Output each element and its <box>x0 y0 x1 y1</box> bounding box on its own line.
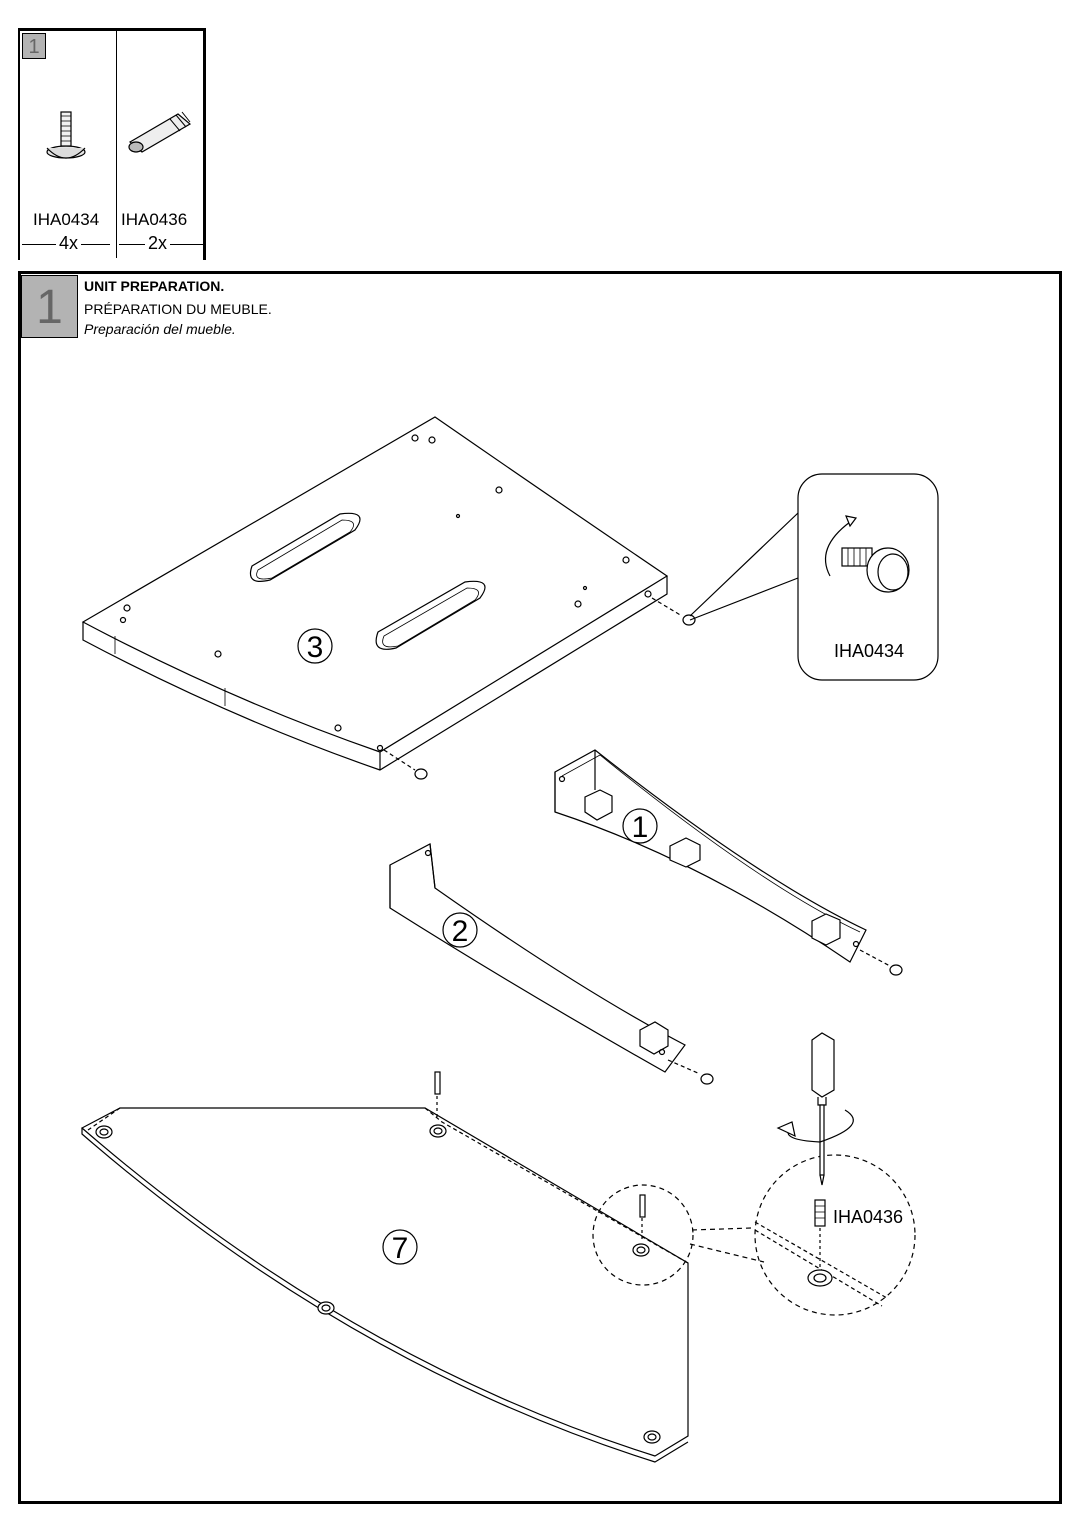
panel-7-label: 7 <box>392 1232 409 1265</box>
panel-3-label: 3 <box>307 631 324 664</box>
screw-icon <box>383 597 696 780</box>
panel-3-board <box>81 416 669 771</box>
threaded-insert-icon <box>128 111 192 153</box>
screwdriver-icon <box>776 1032 854 1186</box>
part-code-1: IHA0434 <box>33 210 100 229</box>
step-title-en: UNIT PREPARATION. <box>84 278 225 294</box>
threaded-insert-icon <box>434 1071 646 1240</box>
panel-2-bracket <box>389 843 686 1073</box>
panel-1-label: 1 <box>632 811 649 844</box>
step-panel <box>18 271 1062 1504</box>
flange-screw-icon <box>46 111 86 159</box>
step-badge: 1 <box>21 275 78 338</box>
callout-screw-label: IHA0434 <box>834 641 904 661</box>
parts-divider <box>116 28 117 258</box>
step-title-es: Preparación del mueble. <box>84 321 236 337</box>
parts-panel <box>18 28 206 260</box>
part-code-2: IHA0436 <box>121 210 188 229</box>
part-qty-1: 4x <box>56 233 82 254</box>
screw-icon <box>859 949 903 976</box>
detail-callout <box>592 1154 916 1316</box>
screw-callout <box>689 473 939 681</box>
screw-icon <box>667 1059 714 1085</box>
parts-badge: 1 <box>22 33 46 59</box>
callout-insert-label: IHA0436 <box>833 1207 903 1227</box>
panel-7-board <box>80 1107 689 1463</box>
step-title-fr: PRÉPARATION DU MEUBLE. <box>84 301 272 317</box>
panel-2-label: 2 <box>452 915 469 948</box>
panel-1-bracket <box>554 749 867 963</box>
part-qty-2: 2x <box>145 233 171 254</box>
